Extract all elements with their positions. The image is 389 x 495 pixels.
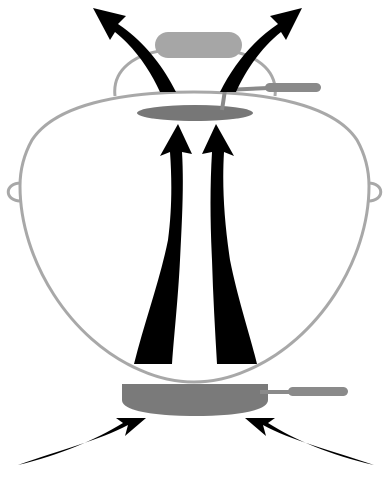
- updraft-arrow-left: [134, 124, 192, 364]
- grill-body-outline: [20, 92, 369, 382]
- inflow-arrow-left: [18, 418, 146, 465]
- bottom-vent-damper-grip: [288, 387, 348, 396]
- top-vent: [137, 105, 253, 121]
- top-vent-damper-grip: [265, 83, 321, 92]
- lid-handle: [155, 32, 242, 58]
- inflow-arrow-right: [245, 418, 374, 465]
- updraft-arrow-right: [202, 124, 257, 364]
- bottom-vent: [122, 384, 268, 416]
